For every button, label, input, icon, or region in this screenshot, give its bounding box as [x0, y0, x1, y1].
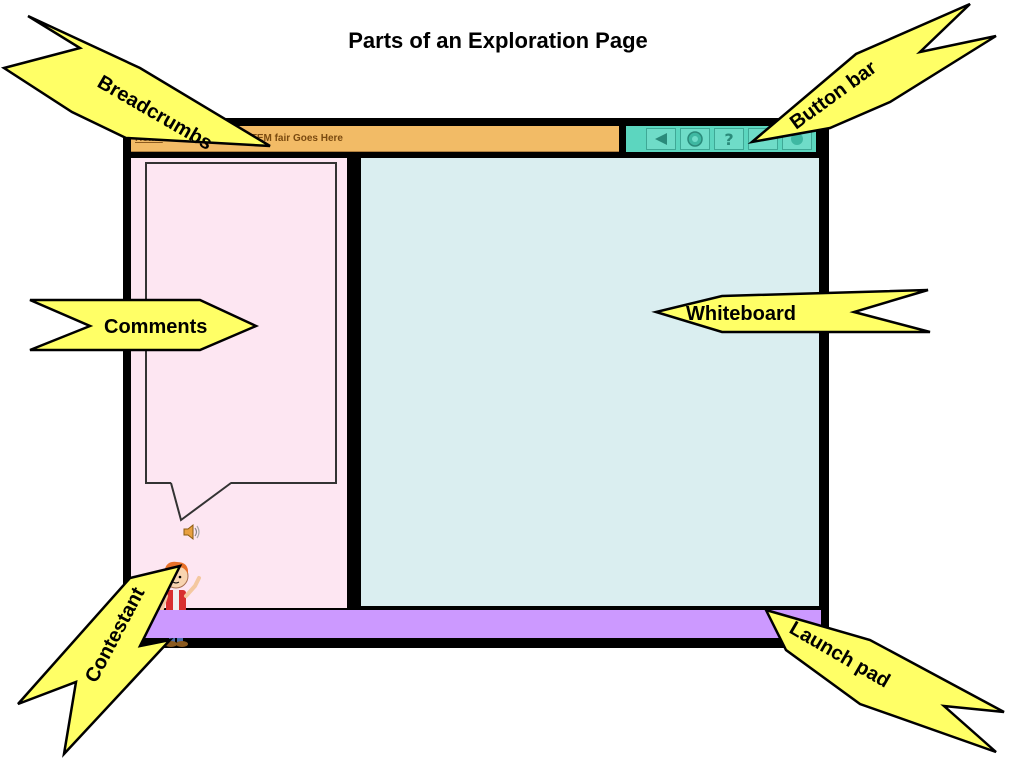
back-arrow-icon[interactable] [646, 128, 676, 150]
breadcrumb-trail: >> Stage of the STEM fair Goes Here [169, 133, 343, 144]
blank-icon[interactable] [748, 128, 778, 150]
disc-icon[interactable] [680, 128, 710, 150]
launch-pad-bar [131, 610, 821, 638]
help-icon[interactable]: ? [714, 128, 744, 150]
speaker-icon[interactable] [182, 522, 202, 542]
round-icon[interactable] [782, 128, 812, 150]
button-bar: ? [626, 126, 816, 152]
whiteboard-area[interactable] [361, 158, 819, 606]
comments-panel [131, 158, 347, 647]
bubble-tail [170, 482, 232, 522]
breadcrumb-home-link[interactable]: Home [135, 133, 163, 144]
breadcrumb-bar: Home >> Stage of the STEM fair Goes Here [131, 126, 619, 152]
exploration-page-window: Home >> Stage of the STEM fair Goes Here… [123, 118, 829, 648]
slide-title: Parts of an Exploration Page [348, 28, 648, 53]
